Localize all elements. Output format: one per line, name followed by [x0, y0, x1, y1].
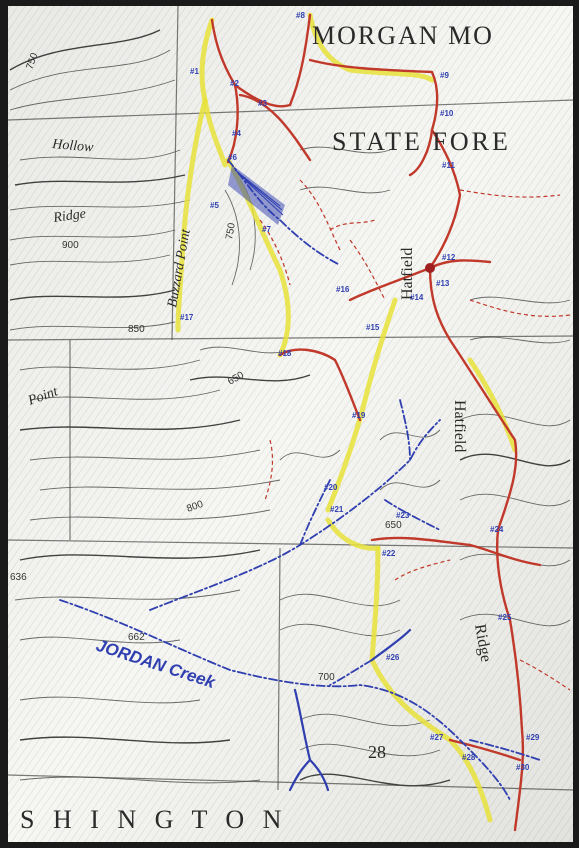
- waypoint-9: #9: [440, 71, 449, 80]
- label-hatfield-upper: Hatfield: [399, 248, 416, 300]
- waypoint-8: #8: [296, 11, 305, 20]
- elev-900: 900: [62, 240, 79, 251]
- elev-650-right: 650: [385, 520, 402, 531]
- waypoint-21: #21: [330, 505, 344, 514]
- elev-662: 662: [128, 632, 145, 643]
- waypoint-18: #18: [278, 349, 292, 358]
- waypoint-24: #24: [490, 525, 504, 534]
- junction-point: [425, 263, 435, 273]
- waypoint-13: #13: [436, 279, 450, 288]
- waypoint-4: #4: [232, 129, 241, 138]
- waypoint-20: #20: [324, 483, 338, 492]
- waypoint-5: #5: [210, 201, 219, 210]
- label-state-forest: STATE FORE: [332, 127, 511, 156]
- waypoint-14: #14: [410, 293, 424, 302]
- elev-850: 850: [128, 324, 145, 335]
- elev-750-mid: 750: [224, 222, 238, 241]
- waypoint-2: #2: [230, 79, 239, 88]
- waypoint-6: #6: [228, 153, 237, 162]
- waypoint-12: #12: [442, 253, 456, 262]
- label-ridge-left: Ridge: [51, 207, 86, 227]
- label-hollow: Hollow: [51, 137, 95, 156]
- waypoint-22: #22: [382, 549, 396, 558]
- map-texture: [8, 6, 574, 844]
- elev-636: 636: [10, 572, 27, 583]
- waypoint-1: #1: [190, 67, 199, 76]
- label-section-number: 28: [368, 742, 386, 762]
- waypoint-25: #25: [498, 613, 512, 622]
- waypoint-30: #30: [516, 763, 530, 772]
- waypoint-27: #27: [430, 733, 444, 742]
- waypoint-23: #23: [396, 511, 410, 520]
- waypoint-19: #19: [352, 411, 366, 420]
- waypoint-28: #28: [462, 753, 476, 762]
- label-morgan: MORGAN MO: [312, 21, 494, 50]
- waypoint-29: #29: [526, 733, 540, 742]
- label-ridge-right: Ridge: [471, 623, 494, 664]
- waypoint-15: #15: [366, 323, 380, 332]
- red-trails: [210, 13, 571, 832]
- waypoint-3: #3: [258, 99, 267, 108]
- waypoint-26: #26: [386, 653, 400, 662]
- label-washington: S H I N G T O N: [20, 805, 287, 834]
- waypoint-markers: #1 #2 #3 #4 #5 #6 #7 #8 #9 #10 #11 #12 #…: [180, 11, 540, 772]
- label-hatfield-lower: Hatfield: [451, 400, 468, 452]
- waypoint-10: #10: [440, 109, 454, 118]
- hatched-area: [228, 165, 285, 225]
- waypoint-11: #11: [442, 161, 455, 170]
- blue-streams: [59, 159, 541, 801]
- waypoint-17: #17: [180, 313, 194, 322]
- waypoint-16: #16: [336, 285, 350, 294]
- elev-700: 700: [318, 672, 335, 683]
- waypoint-7: #7: [262, 225, 271, 234]
- contour-lines: [9, 29, 571, 787]
